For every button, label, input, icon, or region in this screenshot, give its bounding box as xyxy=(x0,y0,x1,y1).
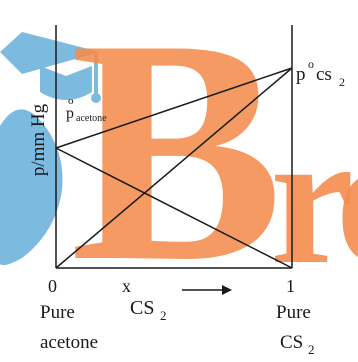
pure-cs2-pressure-label: p o cs 2 xyxy=(296,57,345,89)
logo-icon xyxy=(0,32,101,266)
x-variable-label: x xyxy=(122,276,131,296)
pure-cs2-base: CS xyxy=(280,332,303,353)
total-pressure-line xyxy=(55,67,293,149)
pure-acetone-line1: Pure xyxy=(40,302,75,323)
y-axis-label: p/mm Hg xyxy=(28,103,49,176)
pure-cs2-line1: Pure xyxy=(276,302,311,323)
x-component-label: CS 2 xyxy=(130,297,167,323)
p-cs2-sub: 2 xyxy=(339,75,345,89)
p-cs2-sup: o xyxy=(308,57,314,71)
p-cs2-base: p xyxy=(296,64,306,85)
pure-cs2-line2: CS 2 xyxy=(280,332,315,357)
p-cs2-main: cs xyxy=(316,64,332,85)
watermark-letter-r: r xyxy=(270,94,354,304)
x-component-sub: 2 xyxy=(160,308,167,323)
watermark-letter-e: e xyxy=(336,94,358,304)
pure-acetone-pressure-label: p o acetone xyxy=(66,95,107,124)
x-origin-label: 0 xyxy=(48,276,57,296)
p-acetone-base: p xyxy=(66,105,74,122)
p-acetone-sup: o xyxy=(68,95,74,107)
cs2-partial-pressure-line xyxy=(55,67,293,269)
p-acetone-sub: acetone xyxy=(76,113,107,124)
pure-cs2-sub: 2 xyxy=(308,342,315,357)
x-component-base: CS xyxy=(130,297,154,319)
acetone-partial-pressure-line xyxy=(55,147,293,269)
right-arrow-icon xyxy=(182,285,232,295)
watermark-text: B r e xyxy=(70,0,358,328)
watermark-letter-b: B xyxy=(70,0,283,328)
x-end-label: 1 xyxy=(286,276,295,296)
pure-acetone-line2: acetone xyxy=(40,332,98,353)
